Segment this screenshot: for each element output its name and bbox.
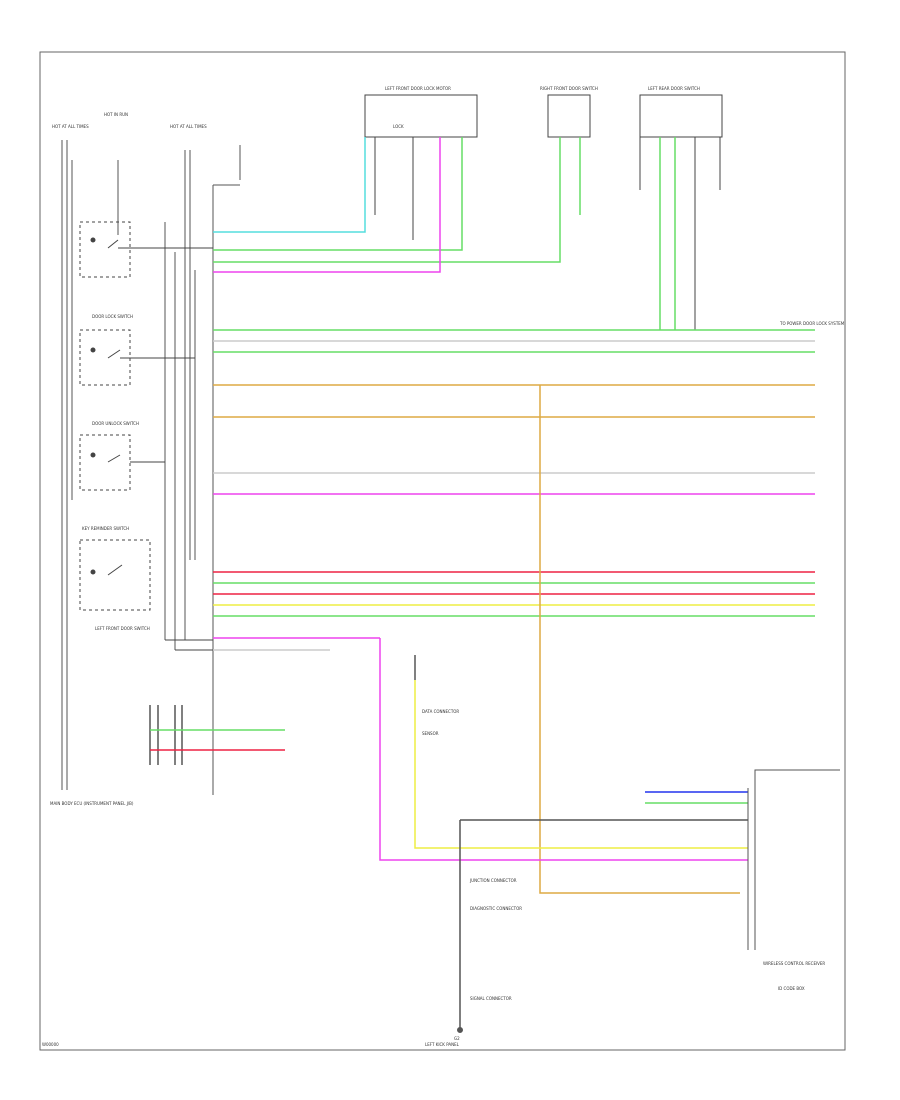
bottom-connector-label-3: SIGNAL CONNECTOR [470, 996, 512, 1001]
left-relay-label-1: DOOR LOCK SWITCH [92, 314, 133, 319]
door-switch-label-3: LEFT REAR DOOR SWITCH [648, 86, 700, 91]
left-fuse-label-1: HOT AT ALL TIMES [52, 124, 89, 129]
right-module-label-2: ID CODE BOX [778, 986, 805, 991]
bottom-connector-label-1: JUNCTION CONNECTOR [469, 878, 517, 883]
left-relay-label-4: LEFT FRONT DOOR SWITCH [95, 626, 150, 631]
upper-wires [213, 137, 676, 330]
left-relay-label-3: KEY REMINDER SWITCH [82, 526, 129, 531]
mid-right-label: TO POWER DOOR LOCK SYSTEM [779, 321, 845, 326]
ground-point-label: G2 [454, 1036, 460, 1041]
left-switches [79, 221, 213, 651]
mid-connector-label-1: DATA CONNECTOR [422, 709, 459, 714]
right-module [747, 769, 840, 950]
left-fuse-section [61, 140, 241, 795]
bus-wires [213, 329, 815, 651]
right-module-label: WIRELESS CONTROL RECEIVER [763, 961, 825, 966]
mid-connector-label-2: SENSOR [422, 731, 439, 736]
page-code: W00000 [42, 1042, 59, 1047]
lower-left-connector [149, 705, 285, 765]
left-fuse-label-2: HOT IN RUN [104, 112, 128, 117]
bottom-location-label: LEFT KICK PANEL [425, 1042, 460, 1047]
diagram-frame [39, 51, 846, 1051]
left-module-label: MAIN BODY ECU (INSTRUMENT PANEL J/B) [50, 801, 134, 806]
down-runs [379, 385, 748, 1030]
left-relay-label-2: DOOR UNLOCK SWITCH [92, 421, 139, 426]
door-switch-label-2: RIGHT FRONT DOOR SWITCH [540, 86, 598, 91]
small-label-lock: LOCK [393, 124, 404, 129]
left-fuse-label-3: HOT AT ALL TIMES [170, 124, 207, 129]
door-switch-label-1: LEFT FRONT DOOR LOCK MOTOR [385, 86, 451, 91]
bottom-connector-label-2: DIAGNOSTIC CONNECTOR [470, 906, 522, 911]
ground-symbol [457, 1027, 463, 1033]
top-door-switches [364, 94, 723, 330]
